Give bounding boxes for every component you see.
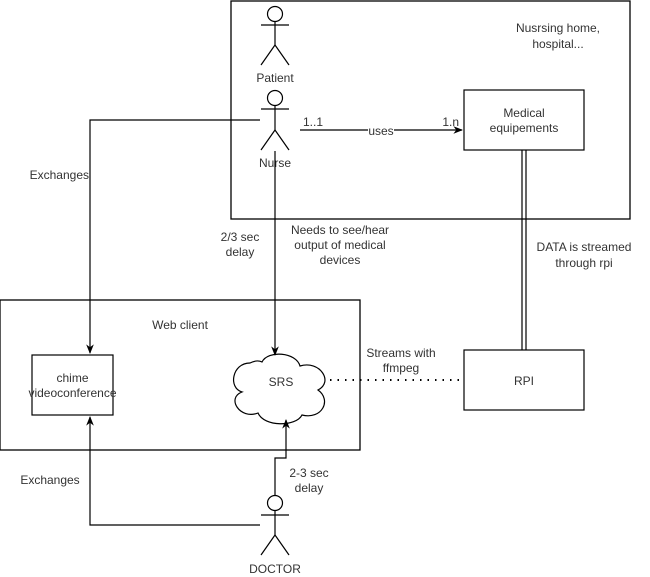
srs-label: SRS — [269, 375, 294, 389]
rpi-label: RPI — [514, 374, 534, 388]
patient-actor[interactable] — [260, 5, 290, 66]
needs-label: Needs to see/hear — [291, 223, 389, 237]
patient-head-icon — [266, 5, 284, 23]
rpi-box[interactable] — [463, 349, 585, 411]
facility-container[interactable] — [230, 0, 631, 220]
web-client-container[interactable] — [0, 299, 361, 451]
web-client-label: Web client — [152, 318, 208, 332]
nurse-actor[interactable] — [260, 89, 290, 151]
patient-label: Patient — [256, 71, 294, 85]
medical-equipements-label: Medical — [503, 106, 544, 120]
ffmpeg-label: Streams with — [366, 346, 435, 360]
uses-source-multiplicity: 1..1 — [303, 115, 323, 129]
chime-videoconference-box[interactable] — [31, 354, 114, 416]
doctor-delay-label-2: delay — [295, 481, 324, 495]
srs-cloud[interactable] — [233, 353, 326, 425]
doctor-actor[interactable] — [260, 494, 290, 556]
nurse-exchanges-label: Exchanges — [30, 168, 89, 182]
data-stream-label: DATA is streamed — [537, 240, 632, 254]
doctor-exchanges-label: Exchanges — [20, 473, 79, 487]
medical-equipements-box[interactable] — [463, 89, 585, 151]
nurse-delay-label-2: delay — [226, 245, 255, 259]
nurse-exchanges-edge[interactable] — [86, 119, 260, 354]
doctor-delay-label: 2-3 sec — [289, 466, 328, 480]
facility-label-2: hospital... — [532, 37, 583, 51]
nurse-delay-label: 2/3 sec — [221, 230, 260, 244]
needs-label-2: output of medical — [294, 238, 385, 252]
ffmpeg-label-2: ffmpeg — [383, 361, 419, 375]
facility-label: Nusrsing home, — [516, 21, 600, 35]
doctor-exchanges-edge[interactable] — [86, 416, 260, 526]
data-stream-label-2: through rpi — [555, 256, 612, 270]
needs-label-3: devices — [320, 253, 361, 267]
data-stream-link[interactable] — [521, 150, 527, 350]
doctor-label: DOCTOR — [249, 562, 301, 576]
chime-label: chime — [56, 371, 88, 385]
nurse-head-icon — [266, 89, 284, 107]
doctor-srs-edge[interactable] — [274, 419, 290, 495]
medical-equipements-label-2: equipements — [490, 121, 559, 135]
chime-label-2: videoconference — [28, 386, 116, 400]
uses-label: uses — [368, 124, 393, 138]
doctor-head-icon — [266, 494, 284, 512]
uses-target-multiplicity: 1.n — [442, 115, 459, 129]
